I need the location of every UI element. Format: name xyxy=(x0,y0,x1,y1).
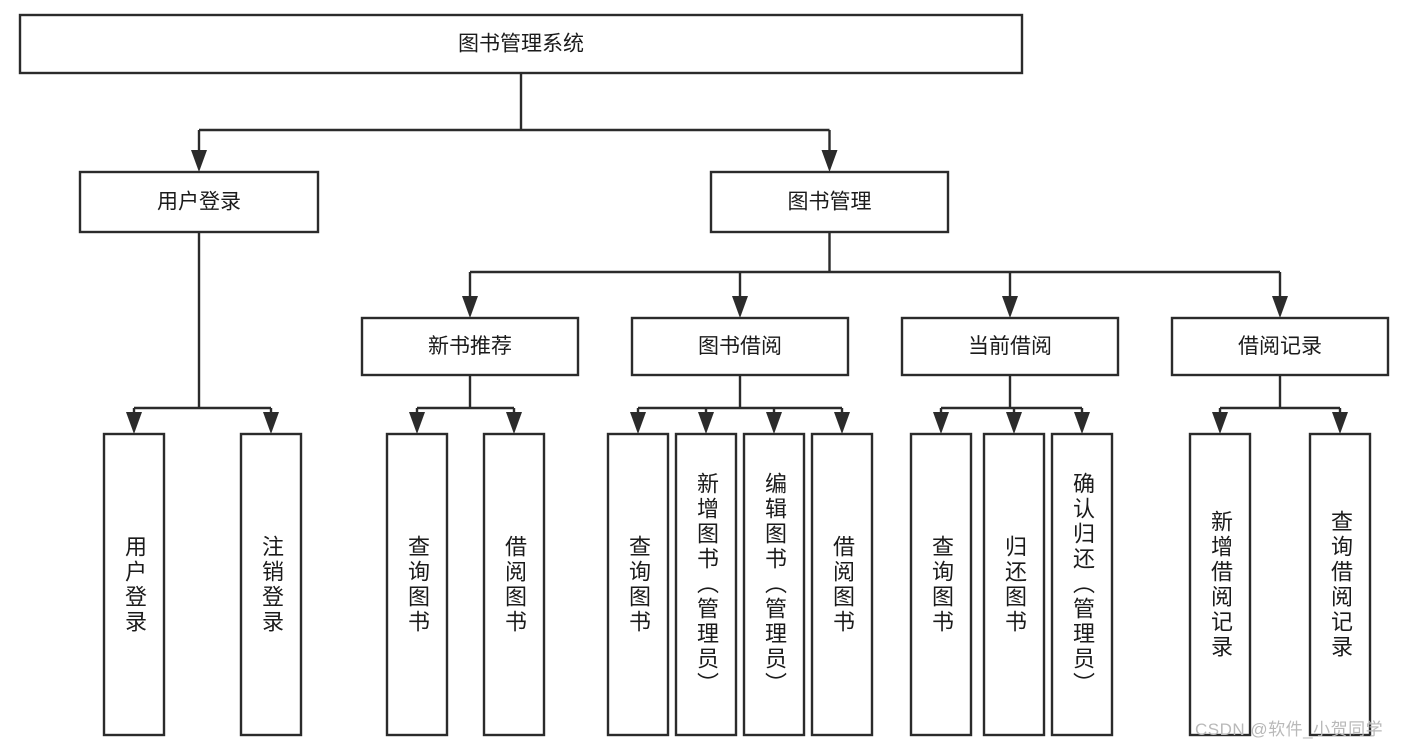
node-box-leaf-add-borrow-record[interactable] xyxy=(1188,432,1252,737)
node-box-leaf-borrow-book[interactable] xyxy=(810,432,874,737)
node-box-current-borrow[interactable] xyxy=(900,316,1120,377)
node-box-book-management[interactable] xyxy=(709,170,950,234)
node-box-leaf-add-book-admin[interactable] xyxy=(674,432,738,737)
node-box-borrow-record[interactable] xyxy=(1170,316,1390,377)
node-label-root: 图书管理系统 xyxy=(458,33,584,56)
node-box-leaf-query-book-current[interactable] xyxy=(909,432,973,737)
node-box-leaf-logout[interactable] xyxy=(239,432,303,737)
node-box-user-login[interactable] xyxy=(78,170,320,234)
node-label-current-borrow: 当前借阅 xyxy=(968,335,1052,358)
connector-book-management-to-level3 xyxy=(462,232,1288,318)
node-box-root[interactable] xyxy=(18,13,1024,75)
node-label-borrow-record: 借阅记录 xyxy=(1238,335,1322,358)
connector-book-borrow-to-leaves xyxy=(630,375,850,434)
node-box-leaf-return-book[interactable] xyxy=(982,432,1046,737)
connector-user-login-to-leaves xyxy=(126,232,279,434)
connector-layer xyxy=(126,73,1348,434)
node-box-leaf-user-login[interactable] xyxy=(102,432,166,737)
node-box-new-book-recommend[interactable] xyxy=(360,316,580,377)
node-label-book-management: 图书管理 xyxy=(788,191,872,214)
connector-borrow-record-to-leaves xyxy=(1212,375,1348,434)
connector-root-to-level2 xyxy=(191,73,838,172)
node-box-book-borrow[interactable] xyxy=(630,316,850,377)
node-box-layer xyxy=(18,13,1390,737)
node-box-leaf-borrow-book-new[interactable] xyxy=(482,432,546,737)
connector-current-borrow-to-leaves xyxy=(933,375,1090,434)
node-box-leaf-query-borrow-record[interactable] xyxy=(1308,432,1372,737)
node-label-user-login: 用户登录 xyxy=(157,191,241,214)
connector-new-book-recommend-to-leaves xyxy=(409,375,522,434)
node-box-leaf-query-book-borrow[interactable] xyxy=(606,432,670,737)
node-label-new-book-recommend: 新书推荐 xyxy=(428,335,512,358)
node-box-leaf-edit-book-admin[interactable] xyxy=(742,432,806,737)
csdn-watermark: CSDN @软件_小贺同学 xyxy=(1195,720,1384,739)
node-label-book-borrow: 图书借阅 xyxy=(698,335,782,358)
node-box-leaf-confirm-return-admin[interactable] xyxy=(1050,432,1114,737)
node-box-leaf-query-book-new[interactable] xyxy=(385,432,449,737)
